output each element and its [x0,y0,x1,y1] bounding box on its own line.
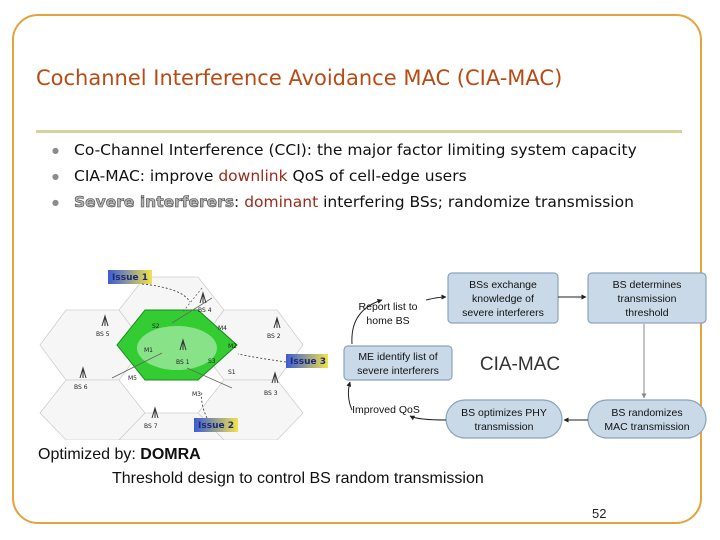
bullet-cci-text: Co-Channel Interference (CCI): the major… [74,141,637,159]
bs-exchange-box [447,272,559,324]
cia-mac-center-label: CIA-MAC [480,354,560,375]
bullet-severe-interferers: Severe interferers: dominant interfering… [50,192,680,213]
cell-edge-area [137,326,217,370]
ms-label-s3: S3 [208,358,216,365]
bullet-severe-term: Severe interferers [74,193,235,212]
bs-optimize-box [445,399,563,439]
bullet-cia-mac-pre: CIA-MAC: improve [74,167,219,185]
bullet-cia-mac-highlight: downlink [218,167,288,185]
bullet-severe-post: interfering BSs; randomize transmission [318,193,634,211]
page-number: 52 [592,506,607,521]
bullet-cci: Co-Channel Interference (CCI): the major… [50,140,680,161]
bs-1-label: BS 1 [176,359,190,366]
issue-3-label: Issue 3 [290,357,326,367]
threshold-design-text: Threshold design to control BS random tr… [112,470,484,487]
improved-qos-label: Improved QoS [352,404,420,416]
me-identify-line1: ME identify list of [358,351,437,363]
bs-5-label: BS 5 [96,331,110,338]
bs-optimize-line2: transmission [475,421,534,433]
cia-mac-flow-diagram: BSs exchange knowledge of severe interfe… [343,272,707,439]
issue-1-label: Issue 1 [112,273,148,283]
me-identify-box [343,345,453,381]
ms-label-m5: M5 [128,375,137,382]
bs-4-label: BS 4 [198,307,212,314]
bs-determine-line3: threshold [625,307,668,319]
bs-3-label: BS 3 [264,390,278,397]
bs-randomize-line2: MAC transmission [604,421,689,433]
bs-exchange-line2: knowledge of [472,293,534,305]
bs-randomize-box [587,399,707,439]
bs-determine-box [587,272,707,324]
bullet-severe-colon: : [234,193,245,211]
ms-label-s2: S2 [152,323,160,330]
ms-label-m1: M1 [144,347,153,354]
bs-towers [79,291,281,419]
bs-optimize-line1: BS optimizes PHY [461,407,547,419]
optimized-name: DOMRA [140,446,201,463]
ms-label-m4: M4 [218,325,227,332]
bs-exchange-line3: severe interferers [462,307,544,319]
slide-frame [12,14,702,524]
issue-1-callout: Issue 1 [108,270,191,303]
optimized-by-line: Optimized by: DOMRA [38,446,201,464]
bullet-list: Co-Channel Interference (CCI): the major… [50,140,680,218]
bs-6-label: BS 6 [74,384,88,391]
report-list-line2: home BS [366,315,409,327]
flow-arrows [346,294,647,423]
issue-3-callout: Issue 3 [237,353,328,368]
bs-determine-line1: BS determines [613,279,682,291]
me-identify-line2: severe interferers [357,365,439,377]
title-divider [36,130,682,133]
slide-title: Cochannel Interference Avoidance MAC (CI… [36,66,563,90]
bs-exchange-line1: BSs exchange [469,279,537,291]
ms-label-m2: M2 [228,343,237,350]
bs-2-label: BS 2 [267,333,281,340]
bullet-cia-mac-post: QoS of cell-edge users [287,167,467,185]
bullet-severe-highlight: dominant [244,193,319,211]
bs-randomize-line1: BS randomizes [611,407,682,419]
issue-2-callout: Issue 2 [194,391,238,432]
ms-label-s1: S1 [228,369,236,376]
bs-7-label: BS 7 [144,423,158,430]
issue-2-label: Issue 2 [198,421,234,431]
cell-grid [39,276,304,440]
bs-determine-line2: transmission [618,293,677,305]
bullet-cia-mac: CIA-MAC: improve downlink QoS of cell-ed… [50,166,680,187]
network-figure: BS 1 BS 2 BS 3 BS 4 BS 5 BS 6 BS 7 M1 M2… [39,270,328,440]
ms-label-m3: M3 [192,391,201,398]
optimized-prefix: Optimized by: [38,446,141,463]
